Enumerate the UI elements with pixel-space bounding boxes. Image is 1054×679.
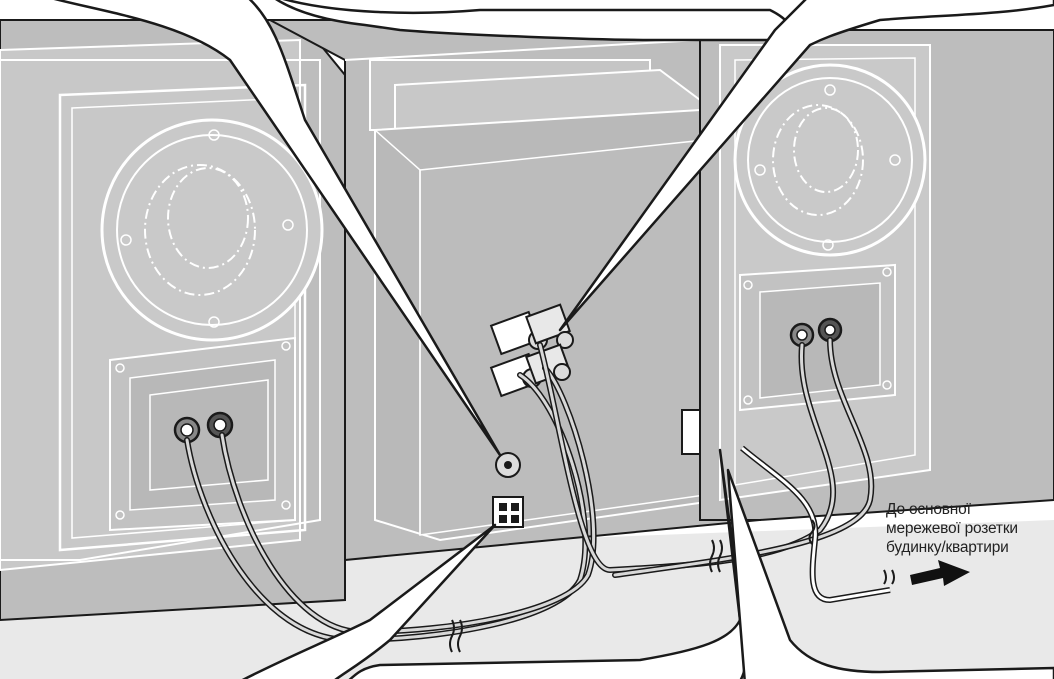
outlet-caption: До основної мережевої розетки будинку/кв… <box>886 500 1054 557</box>
caption-line-3: будинку/квартири <box>886 538 1054 557</box>
caption-line-1: До основної <box>886 500 1054 519</box>
caption-line-2: мережевої розетки <box>886 519 1054 538</box>
